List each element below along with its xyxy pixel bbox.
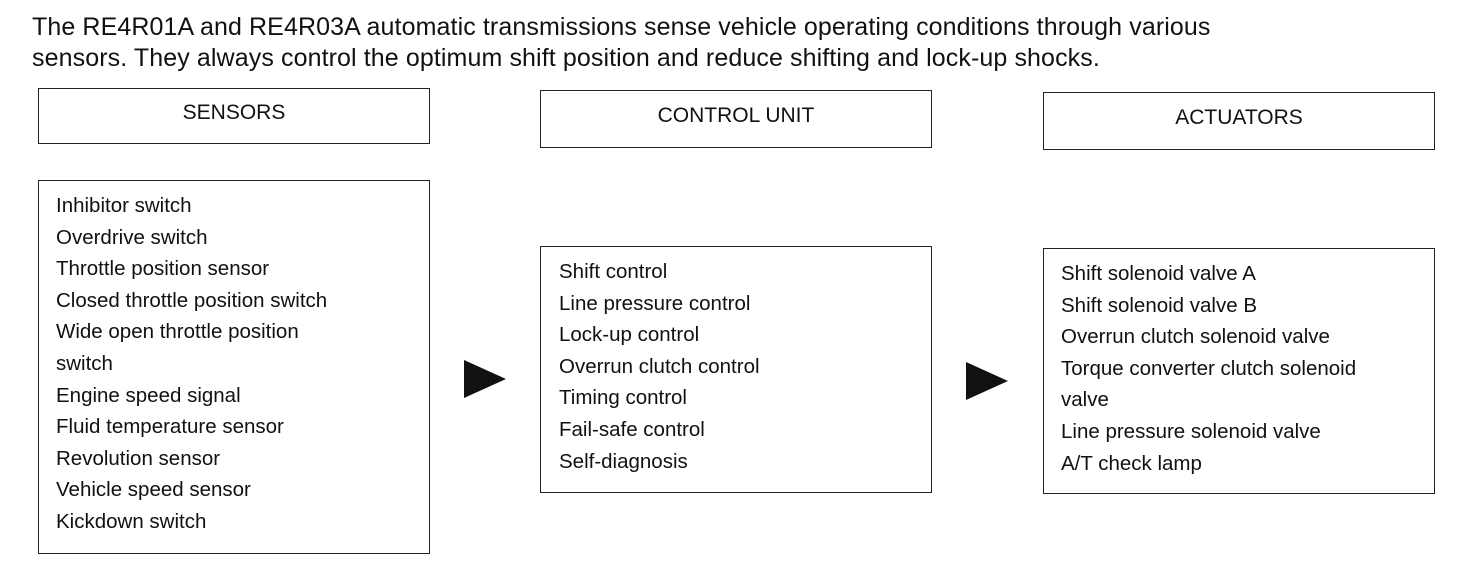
list-item: Shift control (559, 260, 668, 283)
actuators-list: Shift solenoid valve A Shift solenoid va… (1061, 258, 1434, 479)
list-item: Self-diagnosis (559, 449, 688, 473)
list-item: Throttle position sensor (56, 257, 270, 281)
list-item: Torque converter clutch solenoid (1061, 356, 1357, 380)
actuators-title: ACTUATORS (1175, 106, 1303, 129)
intro-line-1: The RE4R01A and RE4R03A automatic transm… (32, 13, 1211, 41)
actuators-list-box: Shift solenoid valve A Shift solenoid va… (1043, 248, 1435, 494)
control-unit-list-box: Shift control Line pressure control Lock… (540, 246, 932, 493)
list-item: Lock-up control (559, 323, 700, 347)
list-item: switch (56, 351, 113, 375)
list-item: Line pressure solenoid valve (1061, 419, 1321, 443)
list-item: Overrun clutch solenoid valve (1061, 325, 1330, 349)
control-unit-list: Shift control Line pressure control Lock… (559, 256, 931, 477)
list-item: valve (1061, 388, 1109, 412)
list-item: Engine speed signal (56, 383, 241, 407)
list-item: Timing control (559, 386, 687, 410)
list-item: Closed throttle position switch (56, 288, 328, 312)
list-item: Shift solenoid valve B (1061, 293, 1258, 317)
list-item: Kickdown switch (56, 509, 207, 533)
list-item: Overdrive switch (56, 225, 208, 249)
control-unit-header: CONTROL UNIT (540, 90, 932, 148)
actuators-header: ACTUATORS (1043, 92, 1435, 150)
sensors-list-box: Inhibitor switch Overdrive switch Thrott… (38, 180, 430, 554)
list-item: Fail-safe control (559, 417, 705, 441)
arrow-right-icon (464, 360, 506, 398)
intro-line-2: sensors. They always control the optimum… (32, 44, 1100, 72)
arrow-right-icon (966, 362, 1008, 400)
list-item: Line pressure control (559, 291, 751, 315)
list-item: Revolution sensor (56, 446, 221, 470)
list-item: Shift solenoid valve A (1061, 262, 1256, 285)
list-item: Vehicle speed sensor (56, 478, 251, 502)
sensors-list: Inhibitor switch Overdrive switch Thrott… (56, 190, 429, 538)
sensors-header: SENSORS (38, 88, 430, 144)
sensors-title: SENSORS (182, 101, 286, 124)
control-unit-title: CONTROL UNIT (657, 104, 815, 127)
list-item: Overrun clutch control (559, 354, 760, 378)
list-item: Inhibitor switch (56, 194, 192, 217)
list-item: Wide open throttle position (56, 320, 299, 344)
list-item: Fluid temperature sensor (56, 415, 284, 439)
intro-paragraph: The RE4R01A and RE4R03A automatic transm… (32, 12, 1452, 74)
list-item: A/T check lamp (1061, 451, 1202, 475)
